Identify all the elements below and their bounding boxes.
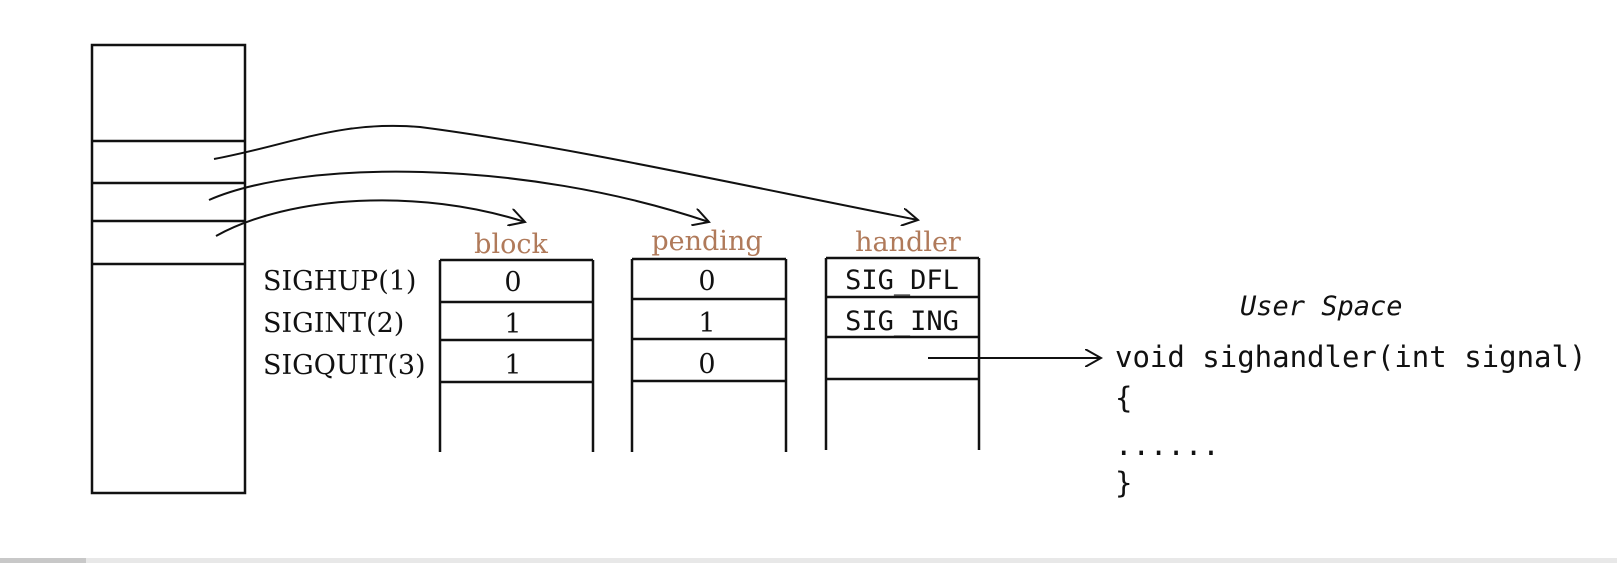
user-code-line-2: { (1115, 381, 1132, 415)
pointer-arrows (208, 124, 918, 237)
pending-table (630, 257, 788, 452)
user-code-line-1: void sighandler(int signal) (1115, 340, 1586, 374)
handler-cell-sigint: SIG_ING (845, 306, 959, 337)
task-struct-box (90, 43, 247, 495)
horizontal-scrollbar-thumb[interactable] (0, 558, 86, 563)
block-header: block (474, 229, 548, 260)
block-cell-sighup: 0 (504, 267, 521, 298)
block-table (438, 258, 595, 452)
pointer-to-handler (213, 124, 918, 220)
signal-label-sigint: SIGINT(2) (263, 308, 404, 339)
pending-cell-sighup: 0 (698, 266, 715, 297)
handler-header: handler (855, 227, 961, 258)
pending-cell-sigquit: 0 (698, 349, 715, 380)
signal-label-sighup: SIGHUP(1) (263, 266, 416, 297)
signal-label-sigquit: SIGQUIT(3) (263, 350, 426, 381)
handler-cell-sighup: SIG_DFL (845, 265, 959, 296)
pointer-to-pending (208, 170, 709, 222)
pending-cell-sigint: 1 (698, 308, 715, 339)
block-cell-sigquit: 1 (504, 350, 521, 381)
user-code-line-4: } (1115, 466, 1132, 500)
handler-table (824, 256, 981, 450)
user-space-title: User Space (1240, 291, 1403, 322)
block-cell-sigint: 1 (504, 309, 521, 340)
user-code-line-3: ...... (1115, 428, 1220, 462)
pointer-to-block (215, 199, 525, 237)
pending-header: pending (651, 226, 762, 257)
horizontal-scrollbar-track[interactable] (0, 558, 1617, 563)
